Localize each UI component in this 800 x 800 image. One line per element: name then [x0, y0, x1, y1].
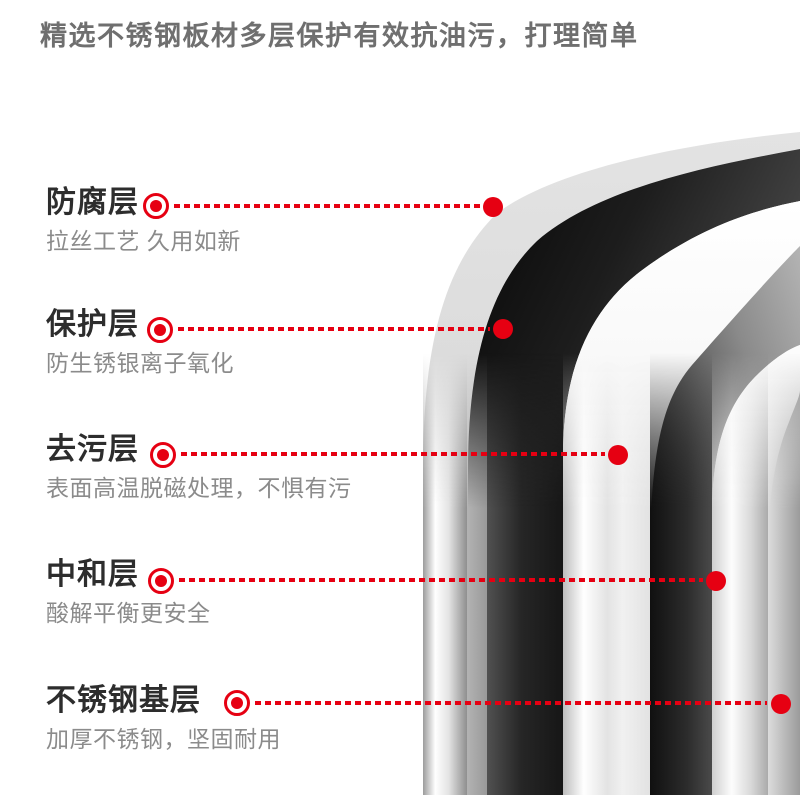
leader-line-2	[178, 327, 490, 331]
target-ring-icon	[143, 193, 169, 219]
target-ring-icon	[224, 690, 250, 716]
leader-endpoint-dot-4	[706, 571, 726, 591]
layer-desc-anticorrosion: 拉丝工艺 久用如新	[46, 228, 241, 254]
leader-endpoint-dot-2	[493, 319, 513, 339]
layer-title-decontamination: 去污层	[46, 433, 139, 466]
leader-endpoint-dot-1	[483, 197, 503, 217]
leader-line-4	[179, 578, 703, 582]
layer-desc-protection: 防生锈银离子氧化	[46, 350, 234, 376]
leader-line-3	[181, 452, 605, 456]
leader-line-5	[255, 701, 767, 705]
layer-desc-stainless-base: 加厚不锈钢，坚固耐用	[46, 726, 281, 752]
layer-title-protection: 保护层	[46, 308, 139, 341]
layer-desc-decontamination: 表面高温脱磁处理，不惧有污	[46, 475, 352, 501]
page-title: 精选不锈钢板材多层保护有效抗油污，打理简单	[40, 21, 639, 51]
layer-title-stainless-base: 不锈钢基层	[46, 684, 201, 717]
layer-title-anticorrosion: 防腐层	[46, 186, 139, 219]
target-ring-icon	[148, 568, 174, 594]
leader-line-1	[174, 204, 480, 208]
target-ring-icon	[147, 317, 173, 343]
leader-endpoint-dot-3	[608, 445, 628, 465]
steel-layers-illustration	[423, 132, 800, 795]
layer-title-neutralization: 中和层	[46, 558, 139, 591]
target-ring-icon	[150, 442, 176, 468]
metallic-columns	[423, 353, 800, 795]
leader-endpoint-dot-5	[771, 694, 791, 714]
layer-desc-neutralization: 酸解平衡更安全	[46, 600, 211, 626]
